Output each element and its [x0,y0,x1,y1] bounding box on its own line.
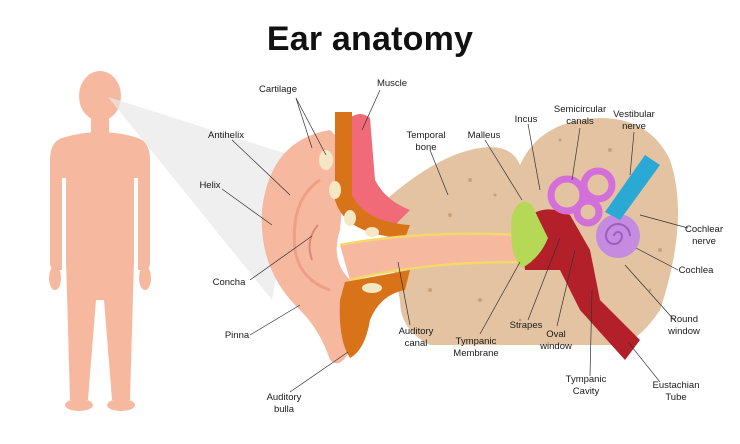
label-tympanic-cavity-1: Tympanic [566,374,607,385]
label-semicircular-canals-2: canals [566,116,594,127]
label-strapes: Strapes [510,320,543,331]
page-title: Ear anatomy [266,20,474,58]
label-temporal-bone-2: bone [415,142,436,153]
cochlea-shape [596,214,640,258]
label-round-window-1: Round [670,314,698,325]
label-cochlea: Cochlea [679,265,715,276]
auditory-canal-shape [340,233,520,280]
label-cochlear-nerve-1: Cochlear [685,224,723,235]
label-incus: Incus [515,114,538,125]
label-helix: Helix [199,180,220,191]
label-round-window-2: window [667,326,700,337]
cartilage-lower [339,270,410,358]
label-auditory-bulla-2: bulla [274,404,295,415]
label-auditory-canal-1: Auditory [399,326,434,337]
semicircular-canals-shape [547,167,616,227]
zoom-beam [108,97,300,300]
label-semicircular-canals-1: Semicircular [554,104,606,115]
human-figure [49,71,151,411]
muscle-shape [350,114,410,225]
label-vestibular-nerve-1: Vestibular [613,109,655,120]
pinna-shape [261,130,350,364]
label-temporal-bone-1: Temporal [406,130,445,141]
label-muscle: Muscle [377,78,407,89]
leader-lines [221,89,689,393]
label-oval-window-2: window [539,341,572,352]
label-malleus: Malleus [468,130,501,141]
label-antihelix: Antihelix [208,130,244,141]
label-eustachian-tube-1: Eustachian [652,380,699,391]
label-pinna: Pinna [225,330,250,341]
label-tympanic-membrane-2: Membrane [453,348,498,359]
vestibular-nerve-shape [605,155,660,220]
cartilage-pieces [319,150,379,237]
label-vestibular-nerve-2: nerve [622,121,646,132]
label-cartilage: Cartilage [259,84,297,95]
label-tympanic-cavity-2: Cavity [573,386,600,397]
label-oval-window-1: Oval [546,329,566,340]
middle-ear [520,209,640,360]
cartilage-upper [335,112,410,238]
label-cochlear-nerve-2: nerve [692,236,716,247]
label-concha: Concha [213,277,246,288]
malleus-shape [511,201,548,268]
label-auditory-bulla-1: Auditory [267,392,302,403]
label-tympanic-membrane-1: Tympanic [456,336,497,347]
label-auditory-canal-2: canal [405,338,428,349]
label-eustachian-tube-2: Tube [665,392,686,403]
